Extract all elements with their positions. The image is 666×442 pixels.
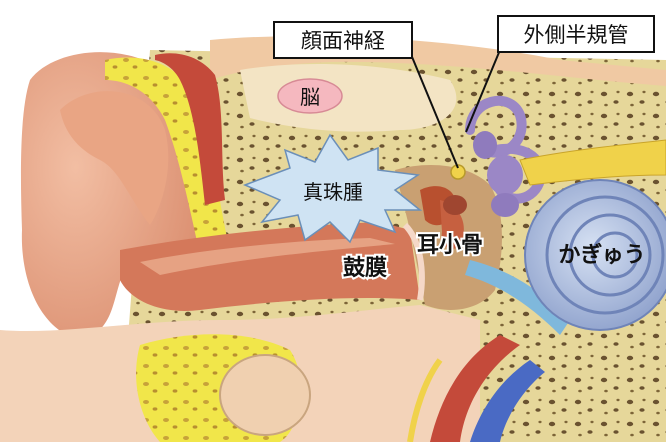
ossicles-label: 耳小骨 [417, 233, 483, 258]
cholesteatoma-label: 真珠腫 [303, 180, 363, 204]
eardrum-label: 鼓膜 [343, 256, 387, 281]
brain-label: 脳 [300, 85, 320, 109]
brain-area [240, 64, 456, 132]
lateral-canal-label: 外側半規管 [524, 23, 629, 47]
cochlea-label: かぎゅう [558, 242, 645, 268]
parotid-gland [220, 355, 310, 435]
facial-nerve-label: 顔面神経 [301, 29, 385, 53]
